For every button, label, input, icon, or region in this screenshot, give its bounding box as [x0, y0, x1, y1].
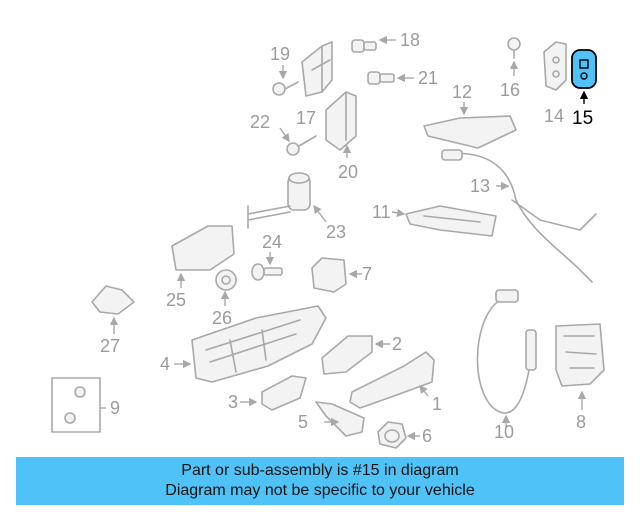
callout-13: 13	[470, 176, 490, 196]
part-16-screw	[507, 37, 521, 76]
callout-21: 21	[418, 68, 438, 88]
callout-12: 12	[452, 82, 472, 102]
part-4-handle-carrier	[174, 305, 327, 383]
part-22-bolt	[279, 127, 317, 156]
callout-14: 14	[544, 106, 564, 126]
callout-11: 11	[372, 202, 391, 222]
info-banner: Part or sub-assembly is #15 in diagram D…	[16, 457, 624, 505]
part-6-bezel	[377, 421, 420, 449]
banner-line-1: Part or sub-assembly is #15 in diagram	[181, 462, 459, 479]
callout-9: 9	[110, 398, 120, 418]
callout-27: 27	[100, 336, 120, 356]
part-8-lock-actuator	[525, 323, 605, 410]
callout-19: 19	[270, 44, 290, 64]
callout-2: 2	[392, 334, 402, 354]
part-1-outside-handle	[349, 351, 435, 409]
callout-23: 23	[326, 222, 346, 242]
part-25-cover	[171, 225, 235, 288]
callout-7: 7	[362, 264, 372, 284]
part-20-bracket	[325, 91, 357, 158]
callout-6: 6	[422, 426, 432, 446]
callout-25: 25	[166, 290, 186, 310]
part-14-striker	[543, 41, 567, 91]
part-17-bracket	[301, 41, 333, 97]
callout-3: 3	[228, 392, 238, 412]
callout-17: 17	[296, 108, 316, 128]
callout-10: 10	[494, 422, 514, 442]
callout-labels: 1 2 3 4 5 6 7 8 9 10 11 12 13 14 15 16 1…	[100, 30, 593, 446]
part-23-check-strap	[247, 172, 327, 229]
callout-20: 20	[338, 162, 358, 182]
callout-18: 18	[400, 30, 420, 50]
callout-4: 4	[160, 354, 170, 374]
part-26-grommet	[215, 269, 237, 306]
part-18-bolt	[351, 35, 396, 53]
callout-5: 5	[298, 412, 308, 432]
part-24-screw	[251, 252, 283, 281]
callout-15: 15	[572, 108, 593, 129]
part-13-cable-assembly	[441, 149, 597, 283]
part-15-highlighted	[571, 49, 597, 104]
callout-8: 8	[576, 412, 586, 432]
part-12-handle-bezel	[423, 102, 517, 149]
callout-22: 22	[250, 112, 270, 132]
part-3-gasket	[240, 375, 307, 411]
part-11-inside-handle	[391, 205, 497, 237]
part-21-bolt	[367, 71, 414, 85]
callout-1: 1	[432, 394, 442, 414]
callout-16: 16	[500, 80, 520, 100]
part-19-bolt	[272, 65, 299, 96]
banner-line-2: Diagram may not be specific to your vehi…	[165, 482, 475, 499]
callout-26: 26	[212, 308, 232, 328]
part-9-fasteners	[51, 377, 106, 433]
part-27-clip	[91, 285, 135, 334]
part-5-lock-cylinder	[315, 401, 365, 437]
callout-24: 24	[262, 232, 282, 252]
part-2-handle-cover	[321, 335, 390, 375]
part-7-lock-housing	[311, 257, 362, 293]
part-10-cable	[476, 289, 533, 428]
